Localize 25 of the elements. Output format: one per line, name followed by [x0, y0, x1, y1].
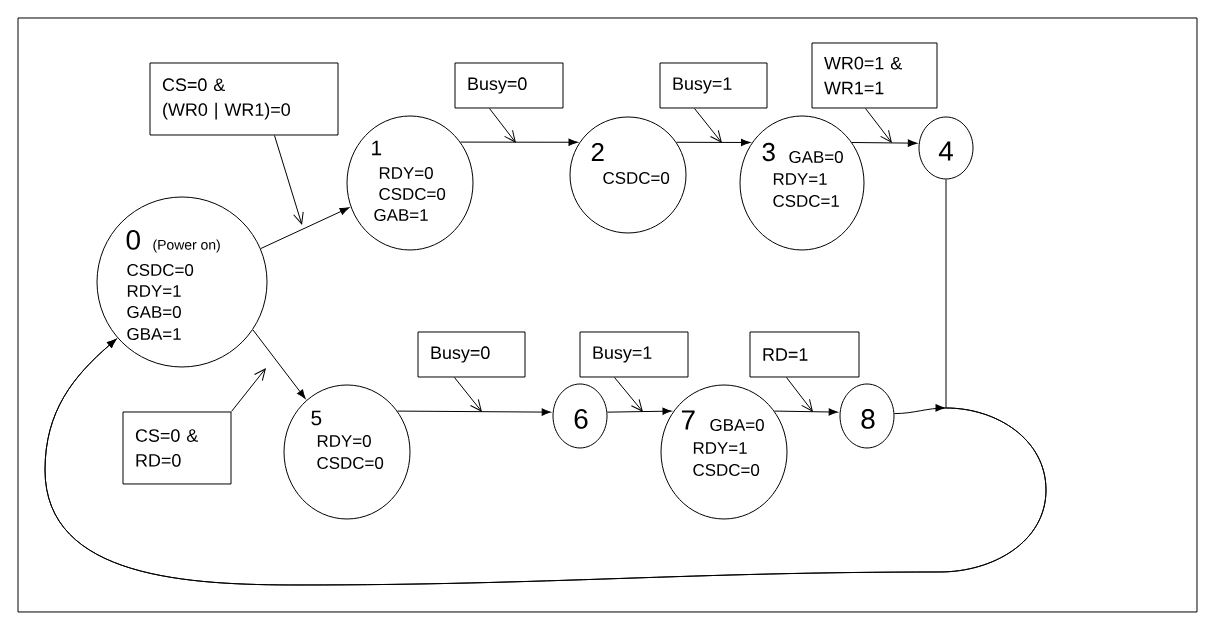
condition-box: CS=0 & (WR0 | WR1)=0	[149, 62, 339, 136]
leader-arrow	[231, 368, 266, 412]
leader-arrow	[694, 108, 722, 143]
arrow	[252, 329, 306, 399]
arrow	[851, 139, 918, 147]
arrow	[606, 407, 672, 415]
condition-box: Busy=1	[579, 331, 689, 378]
condition-box: WR0=1 & WR1=1	[811, 42, 938, 109]
arrow	[260, 207, 350, 250]
condition-box: Busy=0	[417, 331, 526, 378]
condition-box: Busy=0	[454, 62, 564, 109]
condition-box: RD=1	[749, 331, 860, 378]
leader-arrow	[865, 108, 892, 143]
condition-box: Busy=1	[659, 62, 768, 109]
arrow	[774, 408, 839, 416]
condition-box: CS=0 & RD=0	[122, 411, 232, 485]
arrow	[676, 138, 751, 147]
leader-arrow	[786, 377, 813, 412]
leader-arrow	[489, 108, 516, 143]
arrow	[44, 338, 1047, 586]
arrow	[460, 138, 578, 146]
leader-arrow	[454, 377, 482, 412]
arrow	[397, 408, 552, 416]
leader-arrow	[274, 135, 304, 225]
leader-arrow	[614, 377, 643, 412]
